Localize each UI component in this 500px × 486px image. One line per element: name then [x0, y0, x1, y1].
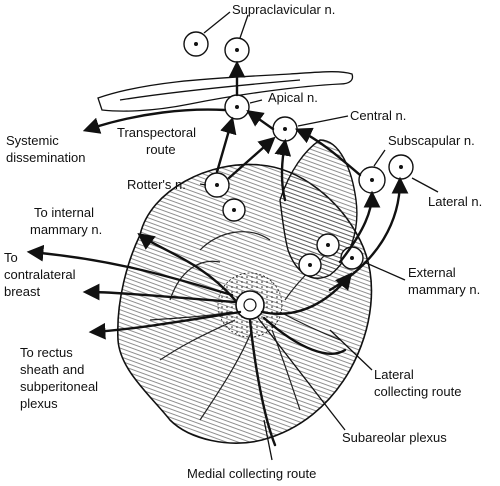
label-rectus-2: sheath and	[20, 362, 84, 377]
leader-central	[297, 115, 349, 127]
lobe-line	[199, 231, 271, 251]
label-lateral: Lateral n.	[428, 194, 482, 209]
route-contralateral-lower	[82, 283, 237, 304]
label-transpectoral-2: route	[146, 142, 176, 157]
label-rotters: Rotter's n.	[127, 177, 186, 192]
leader-rotters	[199, 183, 207, 186]
label-transpectoral-1: Transpectoral	[117, 125, 196, 140]
node-supraclavicular-1	[183, 31, 209, 57]
nipple-center	[243, 298, 257, 312]
label-apical: Apical n.	[268, 90, 318, 105]
leader-apical	[249, 99, 263, 104]
leader-supraclavicular	[239, 14, 249, 39]
route-to-rectus	[88, 310, 242, 340]
lobe-line	[199, 329, 253, 421]
leader-lateral-collecting	[329, 329, 373, 371]
label-medial-collecting: Medial collecting route	[187, 466, 316, 481]
route-transpectoral	[274, 138, 292, 202]
drainage-routes	[26, 11, 409, 447]
lobe-line	[271, 329, 301, 411]
leader-subscapular	[373, 149, 386, 167]
node-supraclavicular-2	[224, 37, 250, 63]
route-medial-collecting	[248, 318, 277, 447]
label-internal-mammary-1: To internal	[34, 205, 94, 220]
label-subareolar: Subareolar plexus	[342, 430, 447, 445]
label-lateral-collecting-2: collecting route	[374, 384, 461, 399]
leader-subareolar	[257, 317, 346, 431]
leader-medial-collecting	[263, 419, 273, 461]
route-to-contralateral	[26, 244, 234, 297]
label-central: Central n.	[350, 108, 406, 123]
node-subscapular-1	[358, 166, 386, 194]
lobe-line	[169, 260, 221, 301]
node-external-mammary-1	[298, 253, 322, 277]
node-external-mammary-2	[316, 233, 340, 257]
label-rectus-1: To rectus	[20, 345, 73, 360]
label-systemic-2: dissemination	[6, 150, 86, 165]
label-rectus-3: subperitoneal	[20, 379, 98, 394]
route-to-internal-mammary	[137, 232, 237, 302]
route-subscapular-to-central	[294, 127, 362, 177]
label-external-mammary-2: mammary n.	[408, 282, 480, 297]
label-systemic-1: Systemic	[6, 133, 59, 148]
node-subscapular-2	[388, 154, 414, 180]
node-rotters-1	[204, 172, 230, 198]
route-lateral-collecting	[260, 272, 353, 315]
route-external-to-subscapular	[338, 190, 381, 264]
label-external-mammary-1: External	[408, 265, 456, 280]
route-rotters-to-apical	[215, 116, 237, 174]
route-lateral-collecting-lower	[262, 316, 347, 355]
route-rotters-to-central	[227, 136, 276, 180]
leader-external-mammary	[363, 261, 406, 281]
leader-supraclavicular	[203, 11, 231, 34]
leader-lateral	[411, 177, 439, 193]
label-rectus-4: plexus	[20, 396, 58, 411]
label-supraclavicular: Supraclavicular n.	[232, 2, 335, 17]
label-lateral-collecting-1: Lateral	[374, 367, 414, 382]
label-contralateral-1: To	[4, 250, 18, 265]
label-contralateral-2: contralateral	[4, 267, 76, 282]
node-central	[272, 116, 298, 142]
node-apical	[224, 94, 250, 120]
clavicle-shading	[119, 79, 301, 101]
label-contralateral-3: breast	[4, 284, 41, 299]
label-subscapular: Subscapular n.	[388, 133, 475, 148]
node-rotters-2	[222, 198, 246, 222]
label-internal-mammary-2: mammary n.	[30, 222, 102, 237]
route-central-to-apical	[246, 110, 275, 131]
route-systemic	[82, 108, 227, 134]
